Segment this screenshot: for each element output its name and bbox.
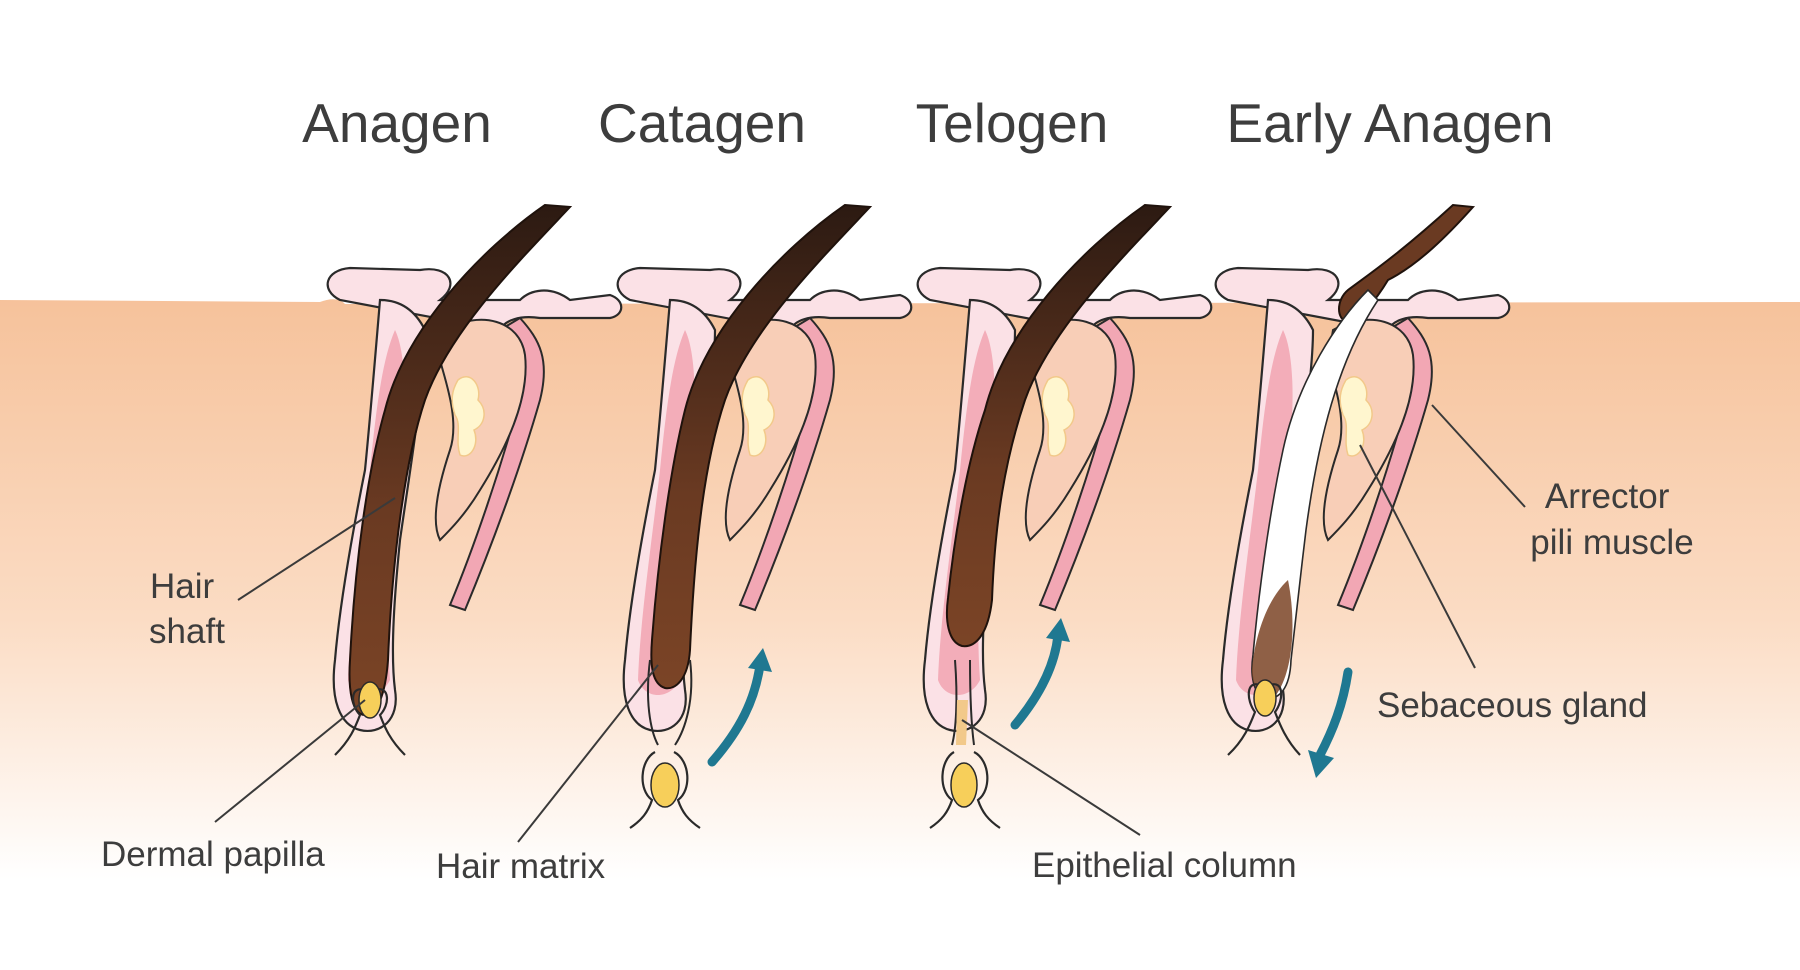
leader-sebaceous-gland (1359, 444, 1476, 669)
follicle-anagen (326, 203, 623, 756)
label-arrector-line1: Arrector (1545, 477, 1670, 516)
label-dermal-papilla: Dermal papilla (101, 835, 325, 874)
leader-epithelial-column (961, 719, 1141, 836)
downward-arrow-early-anagen (1315, 667, 1353, 760)
upward-arrow-catagen (707, 660, 765, 767)
leader-dermal-papilla (214, 699, 366, 823)
hair-shaft-catagen (650, 203, 873, 690)
follicle-telogen (916, 203, 1213, 829)
label-epithelial-column: Epithelial column (1032, 846, 1297, 885)
stage-title-early-anagen: Early Anagen (1226, 92, 1553, 154)
stage-title-telogen: Telogen (916, 92, 1109, 154)
dermal-papilla-telogen (929, 751, 1001, 829)
stage-title-catagen: Catagen (598, 92, 806, 154)
dermal-papilla-catagen (629, 751, 701, 829)
leader-hair-matrix (517, 664, 659, 843)
label-hair-matrix: Hair matrix (436, 847, 606, 886)
label-arrector-pili-muscle: Arrector pili muscle (1530, 477, 1693, 562)
hair-shaft-telogen (945, 203, 1173, 648)
label-arrector-line2: pili muscle (1530, 523, 1693, 562)
upward-arrow-telogen (1010, 630, 1063, 730)
stage-title-anagen: Anagen (302, 92, 492, 154)
label-hair-shaft-line1: Hair (150, 567, 215, 606)
dermal-papilla-early-anagen (1227, 683, 1301, 756)
follicle-catagen (616, 203, 913, 829)
dermal-papilla-anagen (334, 688, 406, 756)
follicle-early-anagen (1214, 203, 1511, 778)
skin-layer (0, 299, 1800, 880)
label-hair-shaft-line2: shaft (149, 612, 225, 651)
leader-hair-shaft (237, 497, 396, 601)
label-sebaceous-gland: Sebaceous gland (1377, 686, 1648, 725)
leader-arrector-pili (1431, 404, 1526, 508)
label-hair-shaft: Hair shaft (149, 567, 225, 651)
